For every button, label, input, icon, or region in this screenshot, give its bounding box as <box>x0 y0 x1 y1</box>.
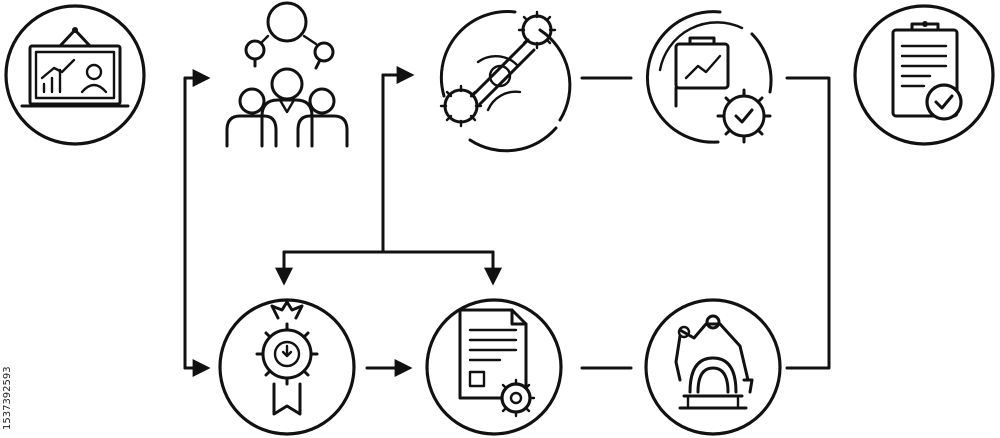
clipboard-check-icon <box>891 21 963 121</box>
presentation-board-icon <box>20 27 130 108</box>
document-gear-icon <box>458 308 536 418</box>
node-integration <box>439 10 572 153</box>
robotic-arm-icon <box>674 314 754 410</box>
node-automation <box>644 298 782 436</box>
stock-id-watermark: 1537392593 <box>2 366 13 430</box>
team-network-icon <box>225 1 349 148</box>
line-automation-to-analytics <box>785 76 831 370</box>
connectors <box>183 66 831 377</box>
node-documentation <box>425 298 563 436</box>
node-analytics <box>645 10 773 144</box>
node-presentation <box>4 4 146 146</box>
gear-award-badge-icon <box>255 300 319 416</box>
analytics-gear-icon <box>674 36 772 144</box>
node-team <box>225 1 349 148</box>
gears-connection-icon <box>439 10 557 128</box>
node-approved-report <box>853 4 995 146</box>
node-quality-badge <box>218 298 356 436</box>
